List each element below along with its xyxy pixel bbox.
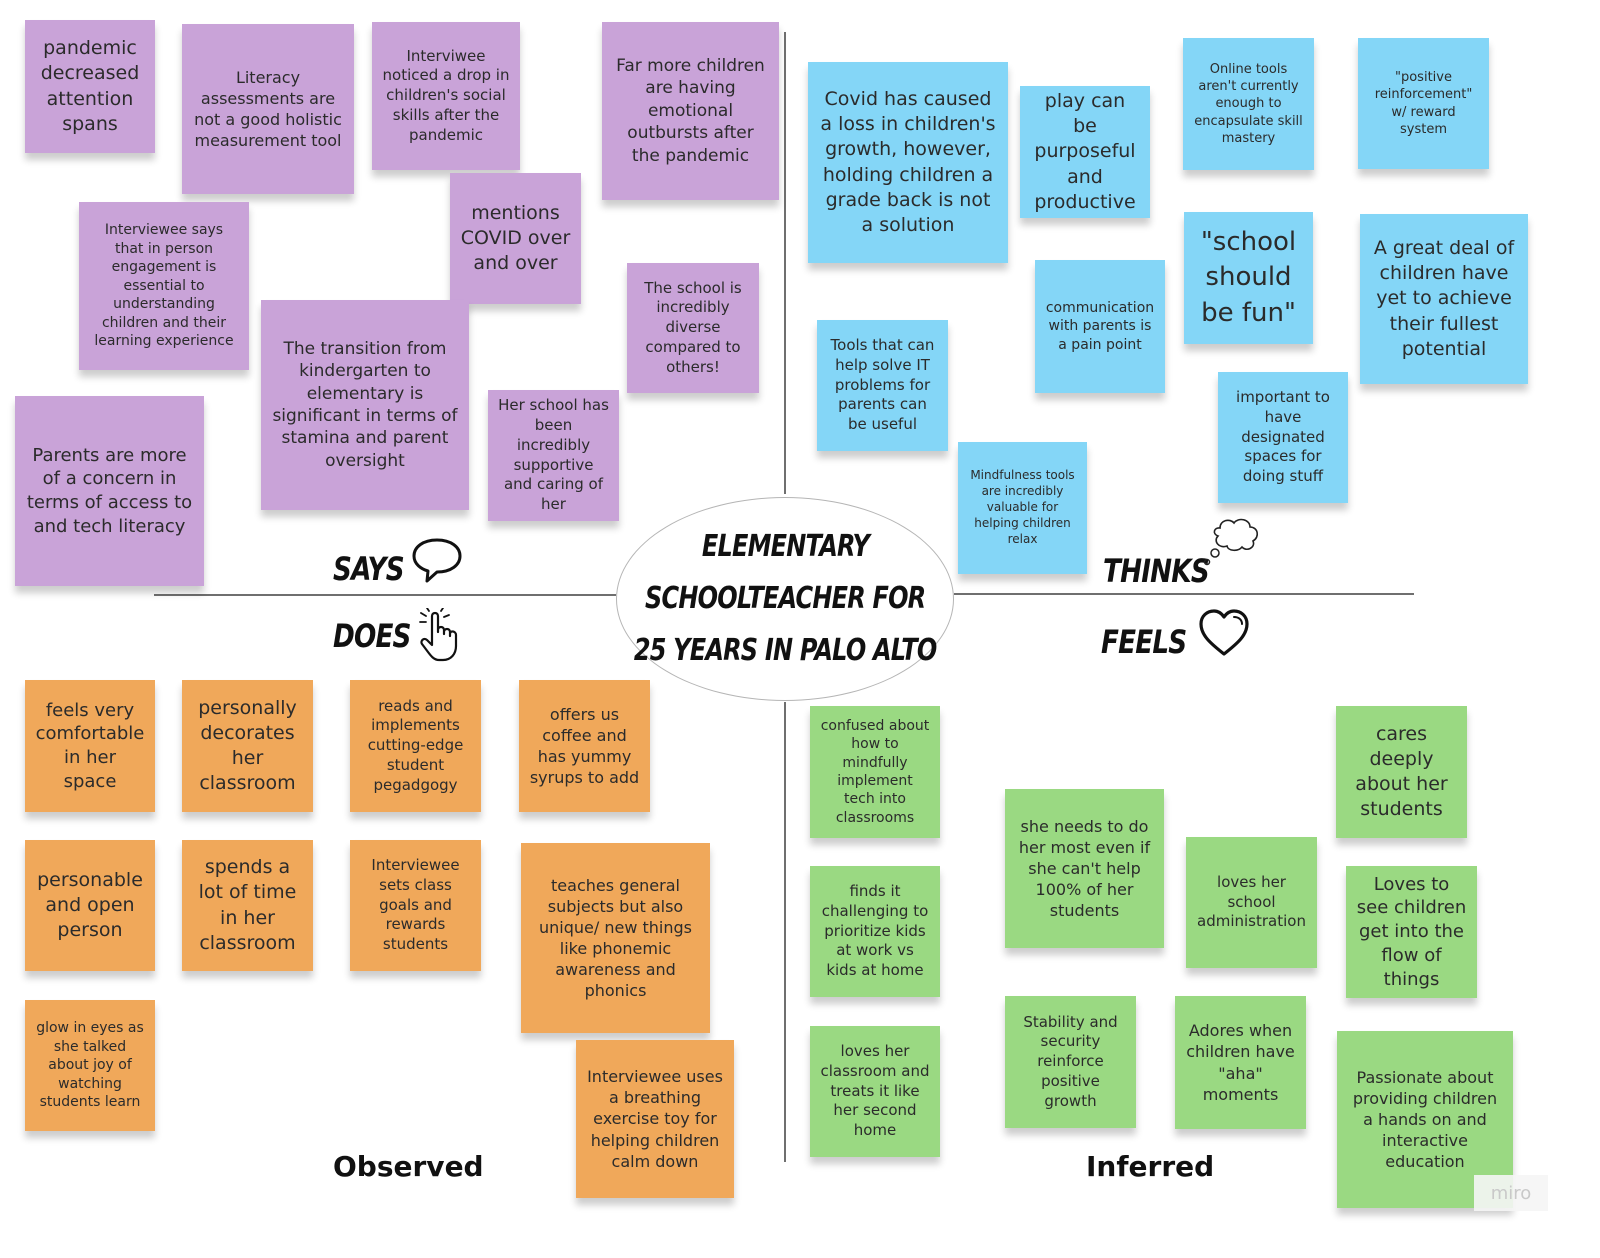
sticky-note[interactable]: Literacy assessments are not a good holi… [182,24,354,194]
thought-cloud-icon [1203,518,1259,566]
sticky-note[interactable]: Her school has been incredibly supportiv… [488,390,619,521]
sticky-note[interactable]: finds it challenging to prioritize kids … [810,866,940,997]
quadrant-label-does: DOES [333,617,411,655]
axis-label-observed: Observed [333,1150,484,1183]
sticky-note[interactable]: Far more children are having emotional o… [602,22,779,200]
sticky-note[interactable]: spends a lot of time in her classroom [182,840,313,971]
miro-watermark: miro [1474,1175,1548,1211]
sticky-note[interactable]: personable and open person [25,840,155,971]
persona-title-line: 25 YEARS IN PALO ALTO [633,633,937,668]
axis-label-inferred: Inferred [1086,1150,1215,1183]
sticky-note[interactable]: pandemic decreased attention spans [25,20,155,153]
heart-icon [1199,609,1249,656]
vertical-divider-top [784,32,786,494]
sticky-note[interactable]: play can be purposeful and productive [1020,86,1150,218]
vertical-divider-bottom [784,702,786,1162]
sticky-note[interactable]: important to have designated spaces for … [1218,372,1348,503]
sticky-note[interactable]: Interviwee noticed a drop in children's … [372,22,520,170]
persona-title-line: SCHOOLTEACHER FOR [644,581,926,616]
sticky-note[interactable]: "positive reinforcement" w/ reward syste… [1358,38,1489,169]
sticky-note[interactable]: teaches general subjects but also unique… [521,843,710,1033]
sticky-note[interactable]: Loves to see children get into the flow … [1346,866,1477,998]
sticky-note[interactable]: reads and implements cutting-edge studen… [350,680,481,812]
pointing-hand-icon [419,608,458,662]
sticky-note[interactable]: confused about how to mindfully implemen… [810,706,940,838]
sticky-note[interactable]: Covid has caused a loss in children's gr… [808,62,1008,263]
sticky-note[interactable]: glow in eyes as she talked about joy of … [25,1000,155,1131]
sticky-note[interactable]: she needs to do her most even if she can… [1005,789,1164,948]
sticky-note[interactable]: Tools that can help solve IT problems fo… [817,320,948,451]
sticky-note[interactable]: "school should be fun" [1184,212,1313,344]
sticky-note[interactable]: cares deeply about her students [1336,706,1467,838]
speech-bubble-icon [412,538,462,583]
sticky-note[interactable]: loves her school administration [1186,837,1317,968]
sticky-note[interactable]: Interviewee says that in person engageme… [79,202,249,370]
persona-title: ELEMENTARY SCHOOLTEACHER FOR 25 YEARS IN… [616,497,954,701]
sticky-note[interactable]: Mindfulness tools are incredibly valuabl… [958,442,1087,574]
quadrant-label-feels: FEELS [1101,623,1187,661]
sticky-note[interactable]: personally decorates her classroom [182,680,313,812]
sticky-note[interactable]: mentions COVID over and over [450,173,581,304]
quadrant-label-says: SAYS [333,550,405,588]
horizontal-divider-left [154,594,616,596]
sticky-note[interactable]: offers us coffee and has yummy syrups to… [519,680,650,812]
sticky-note[interactable]: Online tools aren't currently enough to … [1183,38,1314,170]
sticky-note[interactable]: The transition from kindergarten to elem… [261,300,469,510]
sticky-note[interactable]: feels very comfortable in her space [25,680,155,812]
horizontal-divider-right [954,593,1414,595]
sticky-note[interactable]: Passionate about providing children a ha… [1337,1031,1513,1208]
sticky-note[interactable]: Interviewee sets class goals and rewards… [350,840,481,971]
sticky-note[interactable]: Parents are more of a concern in terms o… [15,396,204,586]
persona-title-line: ELEMENTARY [701,529,869,564]
sticky-note[interactable]: The school is incredibly diverse compare… [627,263,759,393]
sticky-note[interactable]: Interviewee uses a breathing exercise to… [576,1040,734,1198]
sticky-note[interactable]: communication with parents is a pain poi… [1035,260,1165,393]
sticky-note[interactable]: loves her classroom and treats it like h… [810,1026,940,1157]
sticky-note[interactable]: Stability and security reinforce positiv… [1005,996,1136,1128]
sticky-note[interactable]: A great deal of children have yet to ach… [1360,214,1528,384]
sticky-note[interactable]: Adores when children have "aha" moments [1175,996,1306,1129]
quadrant-label-thinks: THINKS [1103,552,1210,590]
